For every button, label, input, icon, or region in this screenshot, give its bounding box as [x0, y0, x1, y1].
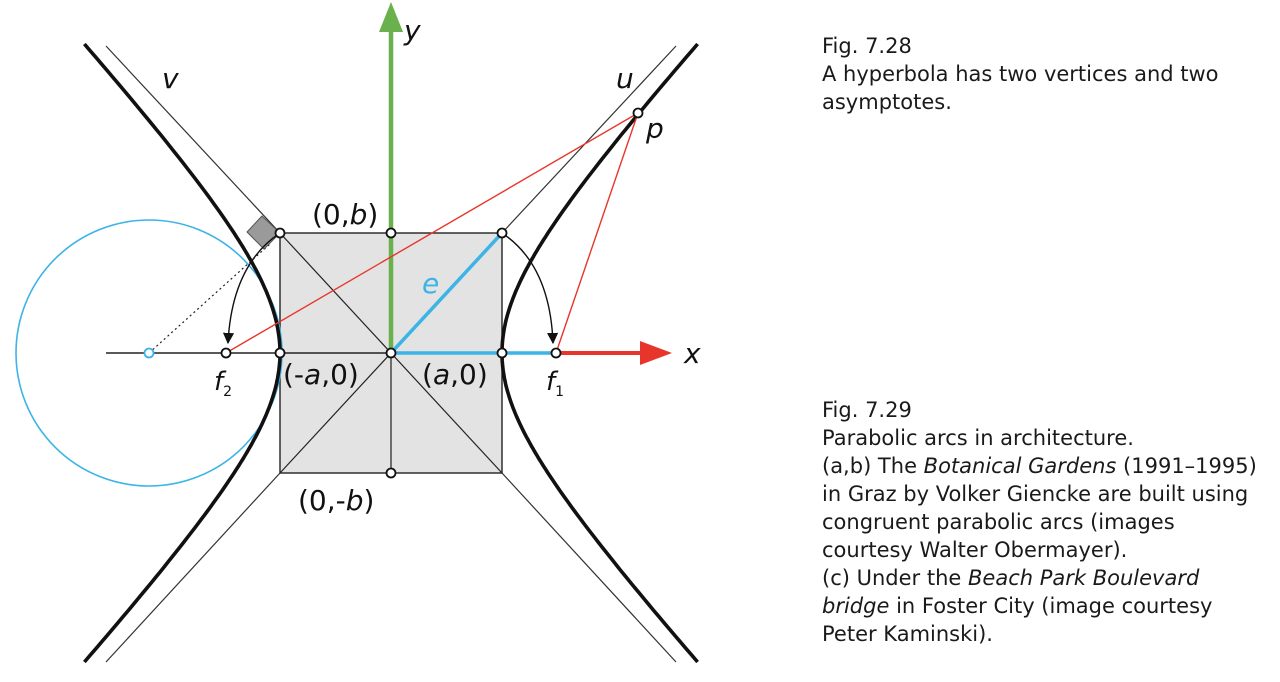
- point-square-top-left: [274, 227, 286, 239]
- hyperbola-diagram: y x u v p e (0,b) (0,-b) (-a,0) (a,0) f2…: [15, 2, 701, 664]
- point-square-top-right: [496, 227, 508, 239]
- figure-caption-7-29: Fig. 7.29 Parabolic arcs in architecture…: [822, 396, 1272, 648]
- point-e-label: e: [422, 267, 439, 300]
- focal-distances: [225, 112, 639, 354]
- asymptote-v-label: v: [162, 62, 179, 95]
- right-angle-marker: [246, 215, 281, 250]
- caption-line: Parabolic arcs in architecture.: [822, 426, 1134, 450]
- point-p-label: p: [645, 112, 664, 145]
- point-focus-2: [220, 347, 232, 359]
- points: [220, 107, 644, 479]
- caption-paragraph: (c) Under the Beach Park Boulevard bridg…: [822, 566, 1213, 646]
- rotation-arc-right: [501, 232, 559, 345]
- caption-number: Fig. 7.28: [822, 34, 912, 58]
- point-focus-1: [550, 347, 562, 359]
- figure-caption-7-28: Fig. 7.28 A hyperbola has two vertices a…: [822, 32, 1272, 116]
- top-point-label: (0,b): [312, 198, 378, 231]
- focus-1-label: f1: [546, 367, 564, 400]
- caption-text: A hyperbola has two vertices and two asy…: [822, 62, 1219, 114]
- point-circle-center: [143, 347, 155, 359]
- asymptote-u-label: u: [616, 62, 634, 95]
- asymptotes: [105, 45, 677, 663]
- point-left-vertex: [274, 347, 286, 359]
- point-bottom-b: [385, 467, 397, 479]
- eccentricity-segment: [389, 231, 504, 355]
- focus-2-label: f2: [214, 367, 232, 400]
- point-top-b: [385, 227, 397, 239]
- caption-number: Fig. 7.29: [822, 398, 912, 422]
- right-vertex-label: (a,0): [422, 358, 488, 391]
- x-axis-arrowhead: [640, 341, 672, 365]
- x-axis-label: x: [683, 337, 701, 370]
- caption-paragraph: (a,b) The Botanical Gardens (1991–1995) …: [822, 454, 1257, 562]
- dotted-radius: [148, 243, 271, 354]
- bottom-point-label: (0,-b): [298, 484, 374, 517]
- y-axis-label: y: [403, 14, 421, 47]
- square-diagonals: [279, 232, 503, 474]
- y-axis-arrowhead: [379, 2, 403, 32]
- point-origin: [385, 347, 397, 359]
- left-vertex-label: (-a,0): [283, 358, 359, 391]
- point-right-vertex: [496, 347, 508, 359]
- rotation-arc-left: [222, 232, 281, 345]
- point-p: [632, 107, 644, 119]
